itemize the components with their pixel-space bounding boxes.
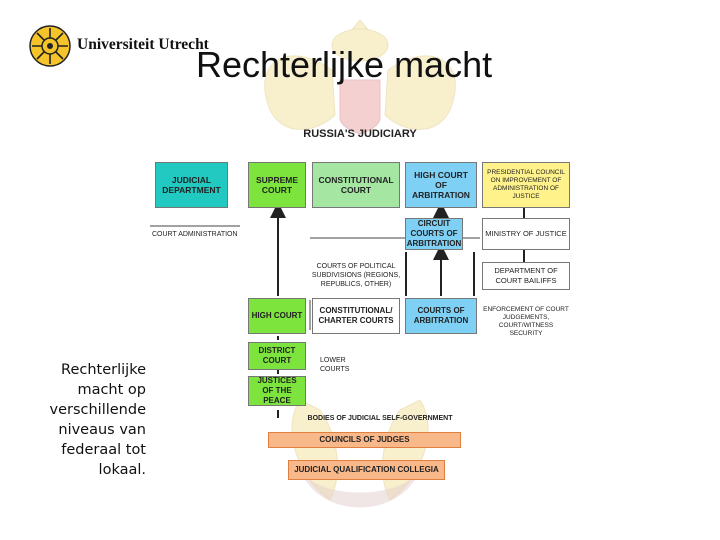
- box-department-bailiffs: DEPARTMENT OF COURT BAILIFFS: [482, 262, 570, 290]
- sun-seal-icon: [29, 25, 71, 67]
- box-judicial-department: JUDICIAL DEPARTMENT: [155, 162, 228, 208]
- box-constitutional-charter: CONSTITUTIONAL/ CHARTER COURTS: [312, 298, 400, 334]
- box-circuit-courts: CIRCUIT COURTS OF ARBITRATION: [405, 218, 463, 250]
- label-political-subdivisions: COURTS OF POLITICAL SUBDIVISIONS (REGION…: [311, 263, 401, 288]
- box-supreme-court: SUPREME COURT: [248, 162, 306, 208]
- box-presidential-council: PRESIDENTIAL COUNCIL ON IMPROVEMENT OF A…: [482, 162, 570, 208]
- diagram-title: RUSSIA'S JUDICIARY: [303, 128, 417, 140]
- box-courts-of-arbitration: COURTS OF ARBITRATION: [405, 298, 477, 334]
- logo-text: Universiteit Utrecht: [77, 36, 209, 53]
- label-enforcement: ENFORCEMENT OF COURT JUDGEMENTS, COURT/W…: [483, 306, 569, 337]
- label-court-administration: COURT ADMINISTRATION: [152, 231, 238, 238]
- page-title: Rechterlijke macht: [196, 44, 493, 85]
- box-high-court: HIGH COURT: [248, 298, 306, 334]
- box-district-court: DISTRICT COURT: [248, 342, 306, 370]
- label-self-government: BODIES OF JUDICIAL SELF-GOVERNMENT: [307, 415, 453, 422]
- box-justices-of-peace: JUSTICES OF THE PEACE: [248, 376, 306, 406]
- box-constitutional-court: CONSTITUTIONAL COURT: [312, 162, 400, 208]
- box-councils-of-judges: COUNCILS OF JUDGES: [268, 432, 461, 448]
- box-high-court-arbitration: HIGH COURT OF ARBITRATION: [405, 162, 477, 208]
- university-logo: Universiteit Utrecht: [28, 24, 209, 68]
- box-ministry-of-justice: MINISTRY OF JUSTICE: [482, 218, 570, 250]
- side-caption: Rechterlijke macht op verschillende nive…: [49, 362, 146, 478]
- box-qualification-collegia: JUDICIAL QUALIFICATION COLLEGIA: [288, 460, 445, 480]
- label-lower-courts: LOWER COURTS: [320, 357, 350, 373]
